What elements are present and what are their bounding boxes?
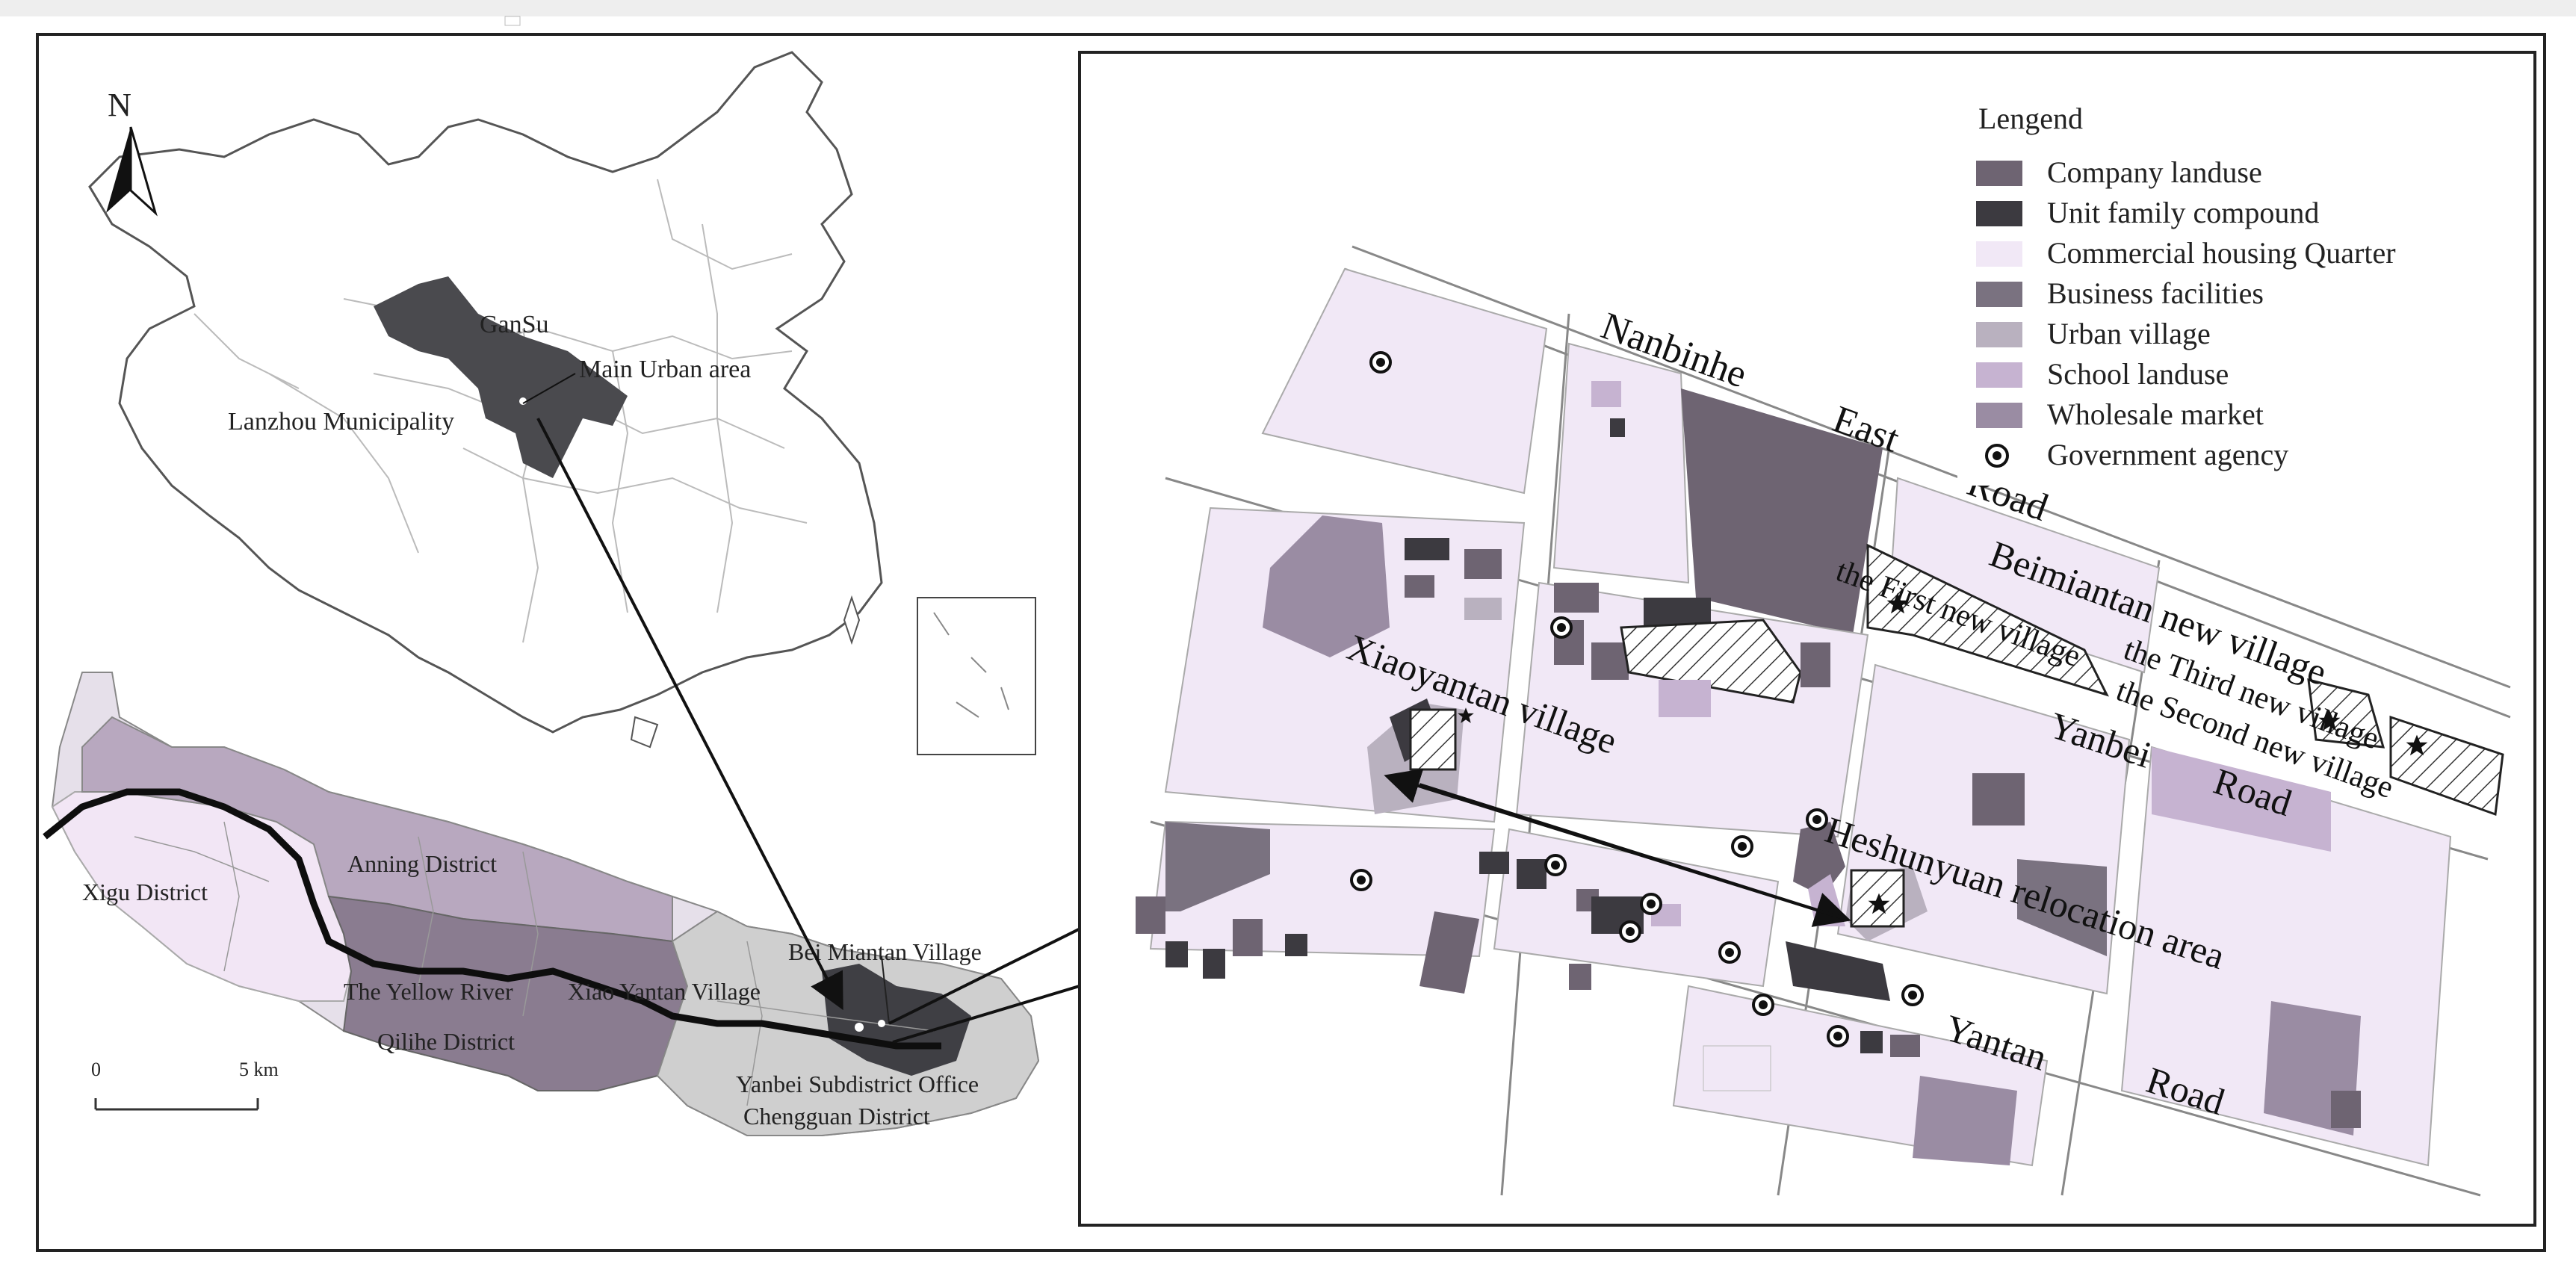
legend-title: Lengend (1978, 102, 2083, 135)
legend-label: Unit family compound (2047, 196, 2319, 229)
label-main-urban: Main Urban area (579, 356, 751, 383)
north-label: N (108, 87, 131, 123)
gov-agency-icon (1718, 941, 1741, 964)
beimiantan-hatched (1866, 543, 2109, 697)
legend-item: Business facilities (1976, 276, 2264, 310)
arrow-lanzhou-to-study (536, 418, 843, 1011)
label-anning: Anning District (347, 850, 497, 877)
label-chengguan: Chengguan District (743, 1103, 930, 1130)
scale-end: 5 km (239, 1059, 279, 1080)
label-qilihe: Qilihe District (377, 1028, 515, 1055)
gov-agency-icon (1369, 351, 1392, 374)
label-bei-miantan: Bei Miantan Village (788, 938, 982, 965)
legend-item: Commercial housing Quarter (1976, 236, 2396, 270)
inset-islands (933, 612, 1009, 718)
star-icon (1868, 893, 1890, 914)
beimiantan-block (1889, 477, 2161, 674)
gansu-province (374, 276, 628, 478)
xiaoyantan-hatched (1409, 708, 1457, 771)
legend-bg (1957, 82, 2525, 486)
business-facility-3 (1165, 822, 1270, 911)
label-yanbei-office: Yanbei Subdistrict Office (736, 1071, 979, 1097)
area-star-icons (1458, 592, 2428, 914)
business-facility-1 (1972, 773, 2025, 826)
school-landuse-main (2152, 747, 2331, 852)
top-strip (0, 0, 2576, 16)
gov-agency-icon (1827, 1025, 1849, 1047)
star-icon (2318, 710, 2341, 731)
outer-frame (36, 33, 2546, 1252)
legend-label: Business facilities (2047, 276, 2264, 310)
leader-main-urban (522, 373, 576, 404)
legend-swatch (1976, 362, 2022, 388)
yellow-river (43, 788, 941, 1050)
wholesale-market-1 (1263, 515, 1390, 657)
legend-item: Unit family compound (1976, 196, 2319, 229)
star-icon (1886, 592, 1909, 614)
legend-label: School landuse (2047, 357, 2229, 391)
south-china-sea-inset (917, 597, 1036, 755)
government-agency-markers (1350, 351, 1924, 1047)
block-top-left (1261, 267, 1548, 495)
legend-swatch (1976, 403, 2022, 428)
wholesale-market-3 (1913, 1076, 2017, 1165)
legend-item: School landuse (1976, 357, 2229, 391)
gov-agency-icon (1350, 869, 1372, 891)
gov-agency-icon (1806, 808, 1828, 831)
legend-swatch (1976, 201, 2022, 226)
scale-bar: 0 5 km (91, 1059, 279, 1111)
label-xigu: Xigu District (82, 879, 208, 905)
taiwan-outline (843, 595, 861, 645)
legend-label: Wholesale market (2047, 397, 2264, 431)
legend-label: Urban village (2047, 317, 2211, 350)
block-right (2120, 746, 2452, 1167)
xiao-yantan-marker (855, 1023, 864, 1032)
label-gansu: GanSu (480, 311, 549, 338)
legend-label: Commercial housing Quarter (2047, 236, 2396, 270)
gov-agency-icon (1731, 835, 1753, 858)
business-facility-2 (2017, 859, 2107, 956)
legend-label: Government agency (2047, 438, 2288, 471)
legend-swatch (1976, 241, 2022, 267)
legend-swatch (1976, 282, 2022, 307)
hainan-outline (630, 716, 659, 749)
detail-map: Nanbinhe East Road Yanbei Road Yantan Ro… (1136, 245, 2511, 1197)
label-lanzhou: Lanzhou Municipality (228, 408, 454, 436)
gov-agency-icon (1550, 616, 1573, 639)
legend-swatch (1976, 161, 2022, 186)
legend-item: Company landuse (1976, 155, 2262, 189)
qilihe-district (327, 895, 689, 1091)
star-icon (1458, 707, 1474, 723)
block-north (1552, 342, 1690, 584)
company-landuse-main (1681, 388, 1883, 635)
star-icon (2406, 734, 2428, 756)
label-xiao-yantan: Xiao Yantan Village (568, 978, 761, 1005)
gov-agency-icon (1544, 854, 1567, 876)
label-yellow-river: The Yellow River (344, 978, 513, 1005)
scale-start: 0 (91, 1059, 101, 1080)
gov-agency-icon (1901, 984, 1924, 1006)
gov-agency-icon (1640, 893, 1662, 915)
top-handle (504, 16, 521, 26)
legend-item: Wholesale market (1976, 397, 2264, 431)
north-arrow-icon (106, 127, 131, 213)
first-new-village-hatched (1620, 619, 1802, 704)
legend-label: Company landuse (2047, 155, 2262, 189)
legend-swatch (1976, 322, 2022, 347)
legend-item: Urban village (1976, 317, 2211, 350)
bei-miantan-marker (878, 1020, 885, 1027)
gov-agency-icon (1752, 994, 1774, 1016)
legend-item: Government agency (1985, 438, 2288, 471)
lanzhou-district-map: Xigu District Anning District The Yellow… (43, 672, 1040, 1136)
school-block-1 (1591, 381, 1621, 407)
left-panel: N GanSu Main Urban area Lanzhou Municipa… (43, 51, 1040, 1136)
third-new-village-hatched (2307, 678, 2385, 749)
gov-agency-icon (1619, 920, 1641, 943)
